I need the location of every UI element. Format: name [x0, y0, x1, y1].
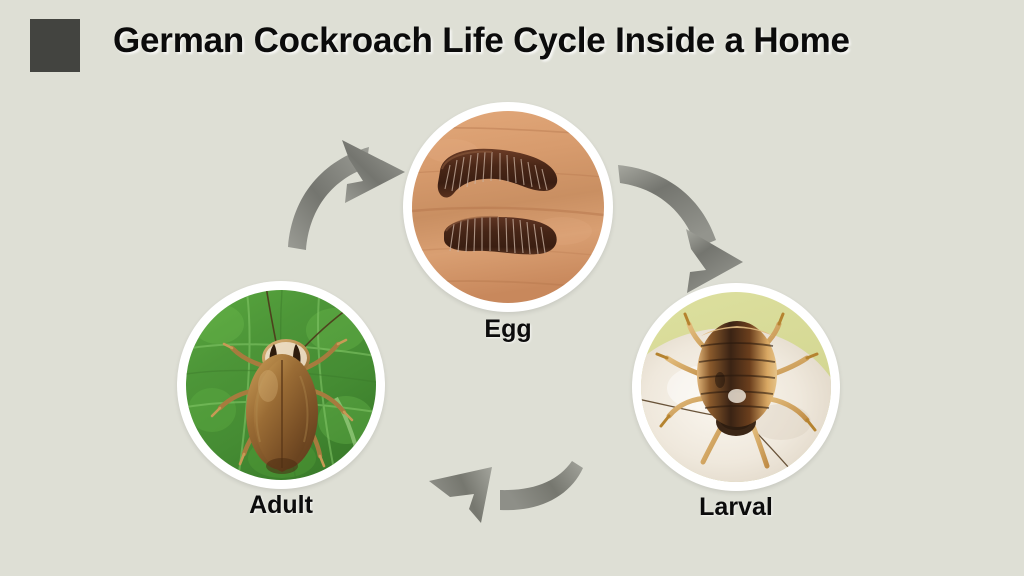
larval-photo-circle: [632, 283, 840, 491]
arrow-larval-to-adult: [429, 461, 583, 523]
egg-photo: [412, 111, 604, 303]
stage-egg[interactable]: Egg: [403, 102, 613, 352]
stage-label-larval: Larval: [699, 493, 773, 521]
stage-label-adult: Adult: [249, 491, 313, 519]
page-title: German Cockroach Life Cycle Inside a Hom…: [113, 21, 850, 60]
arrow-adult-to-egg: [288, 140, 405, 250]
egg-photo-circle: [403, 102, 613, 312]
stage-adult[interactable]: Adult: [177, 281, 385, 531]
adult-photo: [186, 290, 376, 480]
stage-label-egg: Egg: [484, 315, 532, 343]
stage-larval[interactable]: Larval: [632, 283, 840, 533]
arrow-egg-to-larval: [618, 165, 743, 293]
larval-photo: [641, 292, 831, 482]
adult-photo-circle: [177, 281, 385, 489]
title-accent-square: [30, 19, 80, 72]
title-block: German Cockroach Life Cycle Inside a Hom…: [0, 0, 1024, 95]
